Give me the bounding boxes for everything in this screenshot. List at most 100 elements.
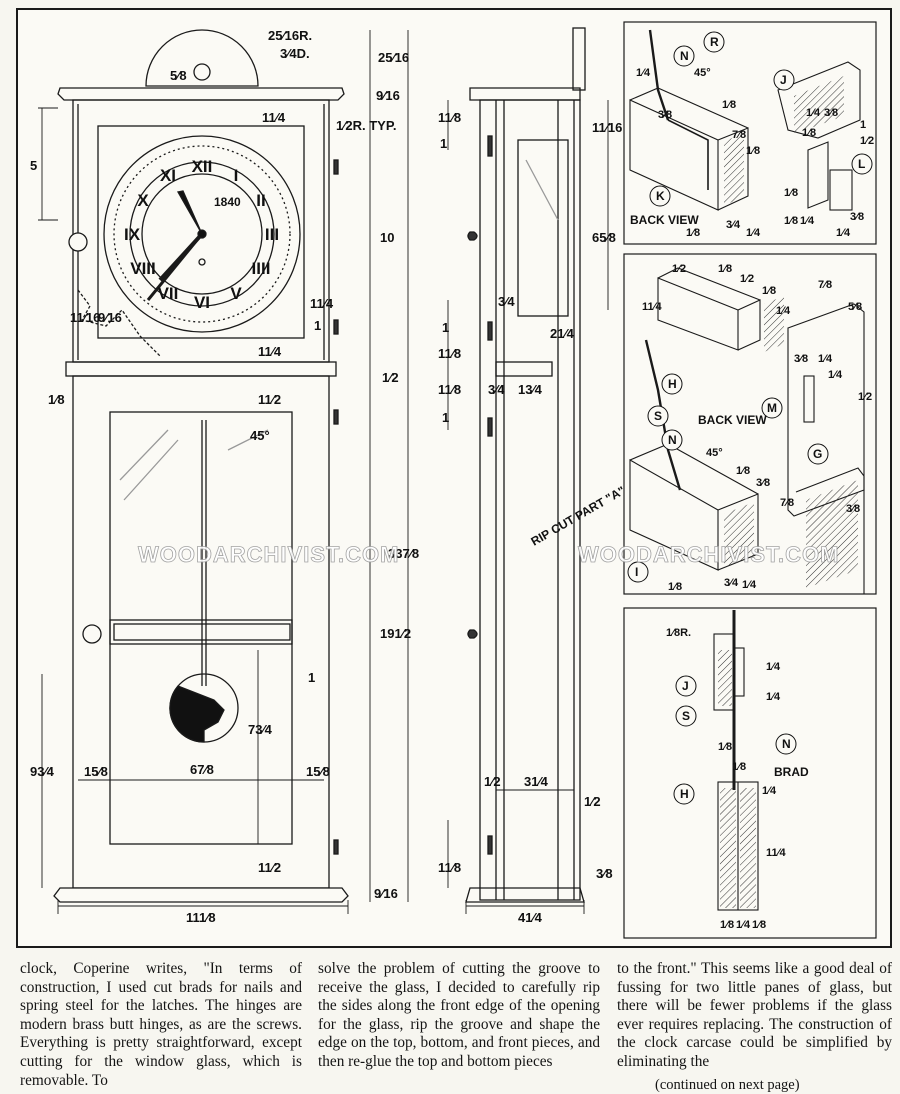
- d3-dim-radius: 1⁄8R.: [666, 627, 691, 639]
- side-dim-glass-height: 65⁄8: [592, 230, 616, 245]
- numeral-ix: IX: [124, 225, 141, 244]
- dim-base-thick: 9⁄16: [374, 886, 398, 901]
- d2-label-i: I: [635, 565, 638, 579]
- d1-dim-n: 1⁄4: [746, 227, 761, 239]
- d1-dim-m: 3⁄4: [726, 219, 741, 231]
- dim-side-left-a: 11⁄16: [70, 310, 100, 325]
- d3-dim-c: 1⁄8: [718, 741, 732, 753]
- d2-dim-p: 7⁄8: [780, 497, 794, 509]
- dim-rail-lower: 11⁄4: [258, 344, 282, 359]
- dim-overall-width: 111⁄8: [186, 910, 216, 925]
- d1-label-l: L: [858, 157, 865, 171]
- d2-dim-j: 1⁄4: [818, 353, 833, 365]
- rip-cut-note: RIP CUT PART "A": [529, 483, 628, 548]
- d1-dim-j: 1⁄2: [860, 135, 874, 147]
- dim-stile-right-b: 1: [314, 318, 321, 333]
- dim-lower-left: 93⁄4: [30, 764, 55, 779]
- d1-dim-b: 45°: [694, 67, 711, 79]
- d1-dim-i: 1⁄8: [802, 127, 816, 139]
- d1-dim-e: 7⁄8: [732, 129, 746, 141]
- d2-dim-o: 1⁄8: [736, 465, 750, 477]
- numeral-x: X: [137, 191, 149, 210]
- numeral-vii: VII: [158, 284, 179, 303]
- d2-dim-g: 7⁄8: [818, 279, 832, 291]
- article-text: clock, Coperine writes, "In terms of con…: [20, 960, 892, 1090]
- dim-rail-top: 11⁄4: [262, 110, 286, 125]
- numeral-xi: XI: [160, 166, 176, 185]
- detail-2: H S N M G I BACK VIEW 1⁄2 1⁄8 1⁄2 11⁄4 1…: [623, 253, 877, 595]
- d3-label-n: N: [782, 737, 791, 751]
- d1-dim-g: 1⁄4: [806, 107, 821, 119]
- dial-numerals: XII I II III IIII V VI VII VIII IX X XI: [124, 157, 279, 312]
- d1-dim-r: 1⁄4: [800, 215, 815, 227]
- dim-miter: 45°: [250, 428, 270, 443]
- d1-label-k: K: [656, 189, 665, 203]
- article-col1-text: clock, Coperine writes, "In terms of con…: [20, 960, 302, 1089]
- side-dim-shelf-d: 13⁄4: [518, 382, 543, 397]
- detail-3: J S N H BRAD 1⁄8R. 1⁄4 1⁄4 1⁄8 1⁄8 1⁄4 1…: [623, 607, 877, 939]
- dim-bob-drop: 73⁄4: [248, 722, 273, 737]
- d1-label-n: N: [680, 49, 689, 63]
- article-col3-text: to the front." This seems like a good de…: [617, 960, 892, 1070]
- d3-label-h: H: [680, 787, 689, 801]
- d1-dim-o: 3⁄8: [850, 211, 864, 223]
- d2-dim-m: 45°: [706, 447, 723, 459]
- side-dim-top-right: 11⁄16: [592, 120, 622, 135]
- article-column-1: clock, Coperine writes, "In terms of con…: [20, 960, 302, 1090]
- front-dim-labels: 25⁄16R. 3⁄4D. 5⁄8 25⁄16 9⁄16 11⁄4 1⁄2R. …: [30, 28, 419, 925]
- dial-year: 1840: [214, 195, 241, 209]
- d2-dim-r: 3⁄4: [724, 577, 739, 589]
- d2-label-n: N: [668, 433, 677, 447]
- dim-hood-height: 10: [380, 230, 394, 245]
- d1-back-view: BACK VIEW: [630, 213, 699, 227]
- article-col2-text: solve the problem of cutting the groove …: [318, 960, 600, 1070]
- numeral-viii: VIII: [130, 259, 156, 278]
- d3-dim-d: 1⁄8: [732, 761, 746, 773]
- dim-shelf: 1⁄2: [382, 370, 399, 385]
- side-dim-top-b: 1: [440, 136, 447, 151]
- side-dim-bottom-a: 11⁄8: [438, 860, 461, 875]
- dim-stile-right: 11⁄4: [310, 296, 334, 311]
- numeral-iiii: IIII: [252, 259, 271, 278]
- d2-dim-e: 1⁄8: [762, 285, 776, 297]
- d2-dim-s: 1⁄4: [742, 579, 757, 591]
- side-dim-shelf-b: 11⁄8: [438, 382, 461, 397]
- numeral-vi: VI: [194, 293, 210, 312]
- dim-stile-w: 15⁄8: [84, 764, 108, 779]
- dim-opening-w: 67⁄8: [190, 762, 214, 777]
- article-column-2: solve the problem of cutting the groove …: [318, 960, 600, 1072]
- drawing-frame: XII I II III IIII V VI VII VIII IX X XI …: [16, 8, 892, 948]
- side-dim-upper-d: 1: [442, 410, 449, 425]
- side-dim-depth: 41⁄4: [518, 910, 543, 925]
- d2-label-g: G: [813, 447, 822, 461]
- d2-label-h: H: [668, 377, 677, 391]
- d3-label-j: J: [682, 679, 689, 693]
- d2-label-s: S: [654, 409, 662, 423]
- d2-dim-t: 1⁄8: [668, 581, 682, 593]
- d1-dim-p: 1⁄4: [836, 227, 851, 239]
- d2-dim-d: 11⁄4: [642, 301, 662, 313]
- detail-1: N R J K L BACK VIEW 1⁄4 45° 3⁄8 1⁄8 7⁄8 …: [623, 21, 877, 245]
- dim-cap-top: 9⁄16: [376, 88, 400, 103]
- side-dim-top-a: 11⁄8: [438, 110, 461, 125]
- d3-brad: BRAD: [774, 765, 809, 779]
- d3-dim-b: 1⁄4: [766, 691, 781, 703]
- d1-label-j: J: [780, 73, 787, 87]
- dim-rabbet: 1⁄2R. TYP.: [336, 118, 396, 133]
- d2-dim-h: 5⁄8: [848, 301, 862, 313]
- side-dim-bottom-b: 3⁄8: [596, 866, 613, 881]
- dim-crest-height: 25⁄16: [378, 50, 409, 65]
- side-dim-back-c: 1⁄2: [584, 794, 601, 809]
- dim-upper-drop: 5: [30, 158, 37, 173]
- d2-dim-b: 1⁄8: [718, 263, 732, 275]
- dim-mid-right: 1: [308, 670, 315, 685]
- side-dim-shelf-c: 3⁄4: [488, 382, 505, 397]
- d1-dim-a: 1⁄4: [636, 67, 651, 79]
- numeral-iii: III: [265, 225, 279, 244]
- side-view: [465, 27, 586, 903]
- side-dim-hinge-a: 3⁄4: [498, 294, 515, 309]
- d2-dim-l: 1⁄2: [858, 391, 872, 403]
- dim-side-left-b: 9⁄16: [98, 310, 122, 325]
- dim-dial-radius: 25⁄16R.: [268, 28, 312, 43]
- d1-dim-h: 3⁄8: [824, 107, 838, 119]
